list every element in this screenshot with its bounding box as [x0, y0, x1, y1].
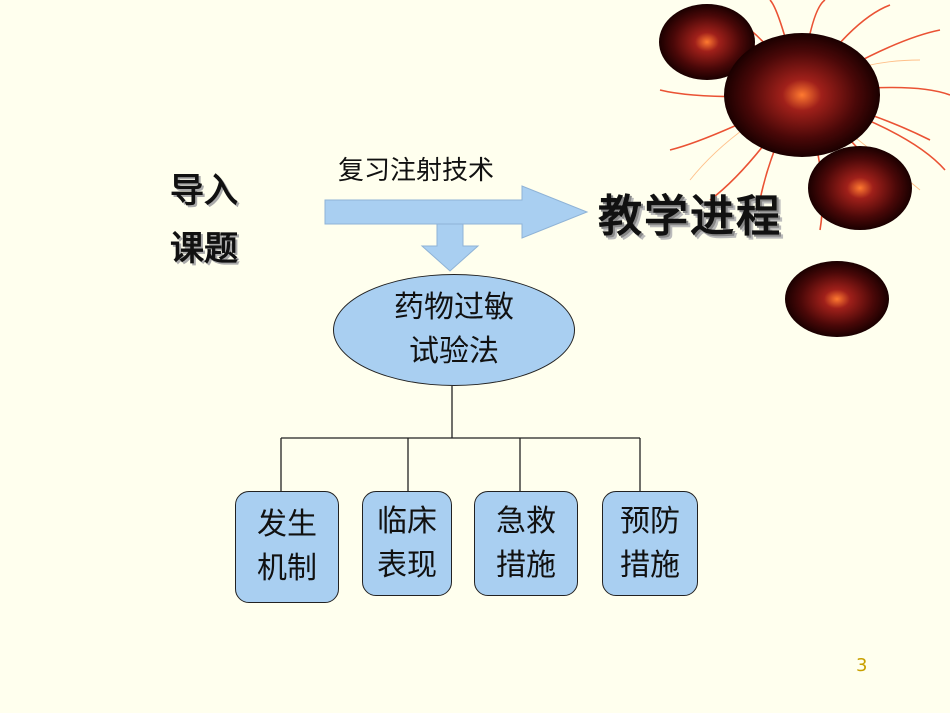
- child-node-line: 预防: [620, 503, 680, 539]
- teaching-process-title: 教学进程: [598, 191, 782, 242]
- intro-topic-label: 导入 课题: [170, 162, 280, 278]
- child-node-mechanism: 发生 机制: [235, 491, 339, 603]
- child-node-line: 表现: [377, 547, 437, 583]
- review-label: 复习注射技术: [338, 156, 495, 186]
- main-node-line-2: 试验法: [409, 334, 499, 369]
- main-topic-node: 药物过敏 试验法: [333, 274, 575, 386]
- child-node-line: 发生: [257, 507, 317, 542]
- intro-line-2: 课题: [170, 229, 238, 269]
- fireworks-decoration: [659, 0, 950, 337]
- main-node-line-1: 药物过敏: [394, 290, 514, 325]
- down-arrow: [420, 223, 480, 272]
- intro-line-1: 导入: [170, 171, 238, 211]
- right-arrow: [324, 185, 589, 239]
- child-node-line: 措施: [620, 547, 680, 583]
- child-node-line: 机制: [257, 551, 317, 586]
- child-node-emergency: 急救 措施: [474, 491, 578, 596]
- child-node-line: 临床: [377, 503, 437, 539]
- tree-connectors: [280, 386, 641, 491]
- child-node-prevention: 预防 措施: [602, 491, 698, 596]
- child-node-clinical: 临床 表现: [362, 491, 452, 596]
- page-number: 3: [856, 655, 868, 676]
- child-node-line: 措施: [496, 547, 556, 583]
- child-node-line: 急救: [496, 503, 556, 539]
